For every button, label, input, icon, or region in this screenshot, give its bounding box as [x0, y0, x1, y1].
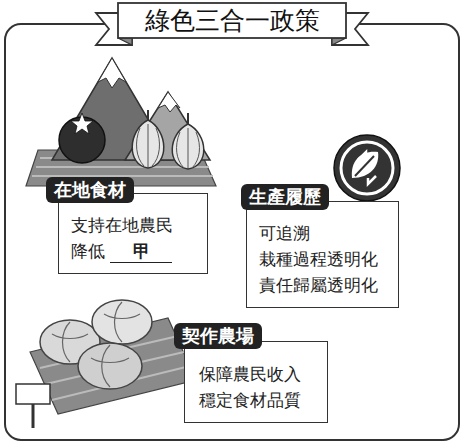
- traceability-logo: [334, 135, 400, 201]
- title: 綠色三合一政策: [0, 6, 464, 36]
- body-wrap: 支持在地農民 降低 甲: [71, 212, 193, 264]
- body-text: 保障農民收入 穩定食材品質: [199, 364, 301, 410]
- body-text: 可追溯 栽種過程透明化 責任歸屬透明化: [259, 223, 378, 295]
- heading-tag: 在地食材: [46, 177, 134, 203]
- body-text: 支持在地農民 降低: [71, 215, 173, 261]
- text-box: 契作農場保障農民收入 穩定食材品質: [184, 341, 328, 423]
- cabbage-farm-illustration: [16, 300, 196, 428]
- text-box: 在地食材支持在地農民 降低 甲: [58, 193, 208, 274]
- text-box: 生產履歷可追溯 栽種過程透明化 責任歸屬透明化: [246, 201, 399, 308]
- body-wrap: 可追溯 栽種過程透明化 責任歸屬透明化: [259, 220, 385, 298]
- heading-tag: 契作農場: [174, 323, 262, 349]
- heading-tag: 生產履歷: [241, 184, 329, 210]
- mountain-food-illustration: [26, 58, 216, 186]
- blank-answer: 甲: [110, 240, 171, 263]
- body-wrap: 保障農民收入 穩定食材品質: [199, 361, 311, 413]
- frame: [5, 24, 459, 440]
